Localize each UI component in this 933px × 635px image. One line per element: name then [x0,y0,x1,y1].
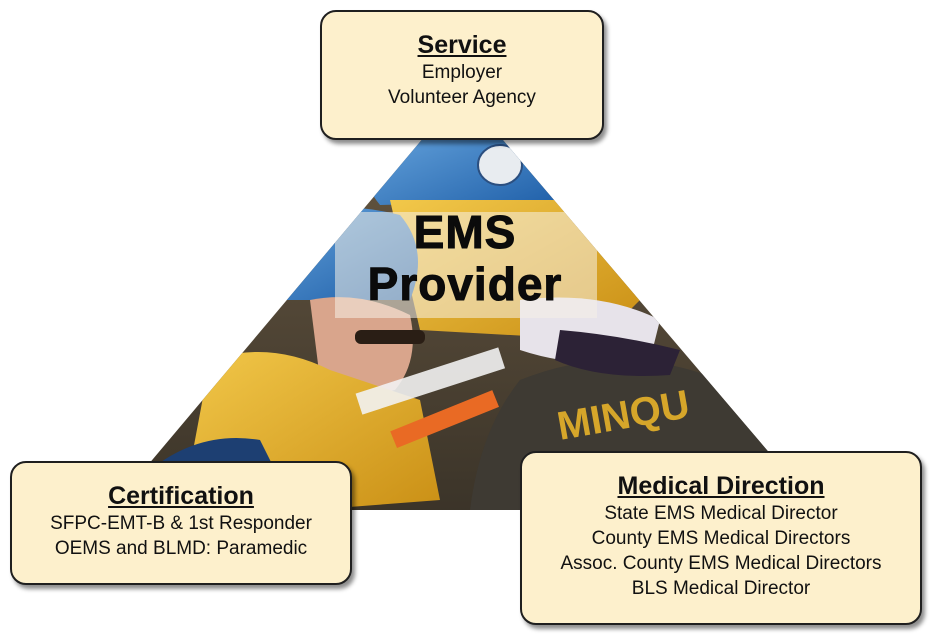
certification-line: OEMS and BLMD: Paramedic [54,538,308,559]
medical-direction-title: Medical Direction [617,472,825,500]
firefighter-face [310,297,413,394]
service-box: Service Employer Volunteer Agency [320,10,604,140]
medical-direction-line: BLS Medical Director [631,578,811,599]
medical-direction-line: Assoc. County EMS Medical Directors [560,553,882,574]
patient-clothing [555,330,680,376]
label-panel [335,212,597,318]
service-line: Volunteer Agency [388,87,536,108]
helmet-badge [477,144,523,186]
certification-title: Certification [108,482,254,510]
certification-line: SFPC-EMT-B & 1st Responder [50,513,312,534]
medical-direction-line: State EMS Medical Director [604,503,838,524]
reflective-stripe [355,347,506,415]
certification-box: Certification SFPC-EMT-B & 1st Responder… [10,461,352,585]
service-title: Service [417,31,507,59]
service-line: Employer [421,62,503,83]
glasses [355,330,425,344]
medical-direction-box: Medical Direction State EMS Medical Dire… [520,451,922,625]
medical-direction-line: County EMS Medical Directors [591,528,851,549]
orange-sleeve [390,390,499,449]
